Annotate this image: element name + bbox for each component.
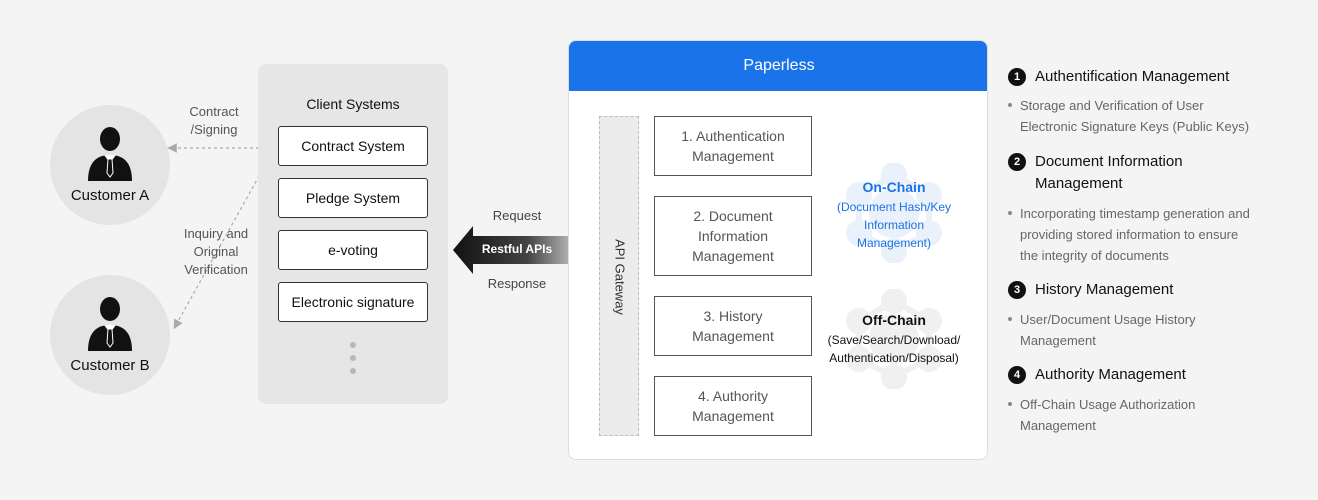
inquiry-label-line: Verification (184, 262, 248, 277)
feature-desc-line: User/Document Usage History (1020, 312, 1196, 327)
person-icon (88, 297, 132, 351)
feature-title: Authentification Management (1035, 68, 1230, 85)
module-label-line: Information (697, 228, 769, 244)
feature-description: User/Document Usage History Management (1020, 309, 1270, 351)
feature-number-badge: 4 (1008, 366, 1026, 384)
restful-api-arrow (453, 226, 589, 274)
inquiry-label-line: Inquiry and (183, 226, 249, 241)
module-label-line: 3. History (703, 308, 763, 324)
feature-number-badge: 2 (1008, 153, 1026, 171)
person-icon (88, 127, 132, 181)
document-information-management-box: 2. Document Information Management (654, 196, 812, 276)
on-chain-line: Information (863, 218, 925, 232)
off-chain-line: (Save/Search/Download/ (827, 333, 961, 347)
module-label-line: 1. Authentication (681, 128, 785, 144)
bullet-icon (1008, 317, 1012, 321)
on-chain-title: On-Chain (862, 179, 926, 195)
client-systems-panel: Client Systems Contract System Pledge Sy… (258, 64, 448, 404)
feature-desc-line: Electronic Signature Keys (Public Keys) (1020, 119, 1250, 134)
feature-description: Incorporating timestamp generation and p… (1020, 203, 1270, 266)
on-chain-line: Management) (856, 236, 932, 250)
ellipsis-dot (350, 342, 356, 348)
restful-apis-label: Restful APIs (481, 242, 553, 256)
history-management-box: 3. History Management (654, 296, 812, 356)
feature-title-line: Document Information (1035, 153, 1183, 170)
on-chain-line: (Document Hash/Key (836, 200, 952, 214)
feature-description: Storage and Verification of User Electro… (1020, 95, 1270, 137)
bullet-icon (1008, 103, 1012, 107)
module-label-line: Management (692, 248, 774, 264)
contract-system-box: Contract System (278, 126, 428, 166)
contract-label-line: /Signing (190, 122, 238, 137)
ellipsis-dot (350, 355, 356, 361)
inquiry-arrow (173, 155, 271, 330)
e-voting-box: e-voting (278, 230, 428, 270)
bullet-icon (1008, 402, 1012, 406)
off-chain-line: Authentication/Disposal) (829, 351, 959, 365)
feature-desc-line: Management (1020, 418, 1096, 433)
module-label-line: 2. Document (693, 208, 773, 224)
ellipsis-dot (350, 368, 356, 374)
on-chain-network-icon (846, 163, 942, 263)
electronic-signature-box: Electronic signature (278, 282, 428, 322)
feature-desc-line: the integrity of documents (1020, 248, 1169, 263)
customer-b-node: Customer B (50, 275, 170, 395)
feature-title: Authority Management (1035, 366, 1186, 383)
response-label: Response (487, 276, 547, 291)
module-label-line: Management (692, 148, 774, 164)
contract-label-line: Contract (189, 104, 239, 119)
pledge-system-box: Pledge System (278, 178, 428, 218)
request-label: Request (492, 208, 542, 223)
paperless-panel: Paperless API Gateway 1. Authentication … (568, 40, 988, 460)
feature-description: Off-Chain Usage Authorization Management (1020, 394, 1270, 436)
contract-signing-label: Contract /Signing (174, 103, 254, 139)
paperless-header: Paperless (569, 41, 987, 91)
feature-number-badge: 3 (1008, 281, 1026, 299)
module-label-line: Management (692, 408, 774, 424)
inquiry-label-line: Original (193, 244, 239, 259)
on-chain-description: (Document Hash/Key Information Managemen… (814, 198, 974, 252)
api-gateway-label: API Gateway (612, 239, 628, 315)
customer-a-node: Customer A (50, 105, 170, 225)
authority-management-box: 4. Authority Management (654, 376, 812, 436)
off-chain-description: (Save/Search/Download/ Authentication/Di… (814, 331, 974, 367)
module-label-line: Management (692, 328, 774, 344)
feature-title-line: Management (1035, 175, 1123, 192)
feature-number-badge: 1 (1008, 68, 1026, 86)
off-chain-title: Off-Chain (862, 312, 926, 328)
feature-desc-line: Management (1020, 333, 1096, 348)
bullet-icon (1008, 211, 1012, 215)
feature-desc-line: Off-Chain Usage Authorization (1020, 397, 1196, 412)
authentication-management-box: 1. Authentication Management (654, 116, 812, 176)
feature-title: Document Information Management (1035, 151, 1275, 195)
off-chain-network-icon (846, 289, 942, 389)
client-systems-title: Client Systems (306, 96, 400, 112)
feature-desc-line: providing stored information to ensure (1020, 227, 1239, 242)
customer-a-label: Customer A (70, 187, 150, 204)
inquiry-verification-label: Inquiry and Original Verification (174, 225, 258, 279)
feature-title: History Management (1035, 281, 1174, 298)
feature-desc-line: Storage and Verification of User (1020, 98, 1204, 113)
feature-desc-line: Incorporating timestamp generation and (1020, 206, 1250, 221)
connector-lines (167, 143, 273, 330)
api-gateway: API Gateway (599, 116, 639, 436)
module-label-line: 4. Authority (697, 388, 769, 404)
customer-b-label: Customer B (70, 357, 150, 374)
